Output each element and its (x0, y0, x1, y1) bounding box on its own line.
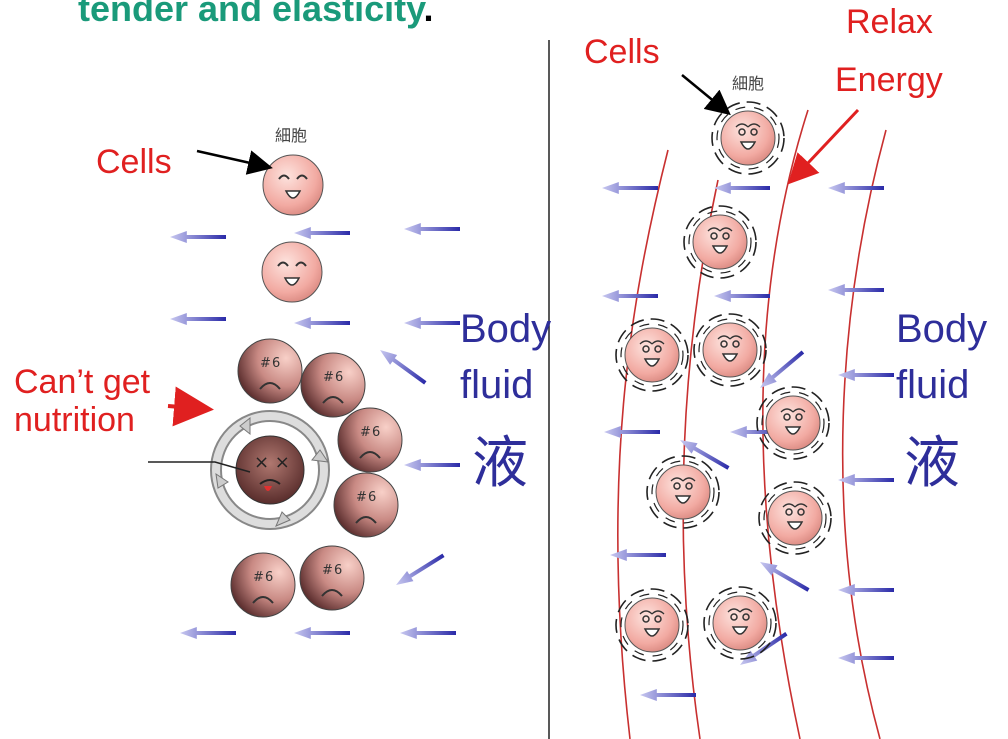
svg-text:× ×: × × (254, 452, 290, 473)
dead-cell-cycle: × × (216, 416, 328, 526)
nutrition-label-line1: Can’t get (14, 362, 150, 402)
relax-energy-pointer (792, 110, 858, 180)
right-fluid-kanji: 液 (904, 418, 960, 499)
left-sick-cell (300, 546, 364, 610)
right-relaxed-cell (757, 387, 829, 459)
left-sick-cell (301, 353, 365, 417)
left-healthy-cell-2 (262, 242, 322, 302)
right-relaxed-cell (694, 314, 766, 386)
right-body-fluid-line2: fluid (896, 362, 969, 408)
left-cells-pointer (197, 151, 268, 167)
right-cells-pointer (682, 75, 727, 112)
right-cell-kanji-label: 細胞 (732, 70, 764, 94)
right-relaxed-cell (712, 102, 784, 174)
left-body-fluid-line2: fluid (460, 362, 533, 408)
left-fluid-kanji: 液 (472, 418, 528, 499)
relax-label-line2: Energy (835, 60, 943, 100)
left-sick-cell (334, 473, 398, 537)
left-sick-cell (338, 408, 402, 472)
left-body-fluid-line1: Body (460, 306, 551, 352)
left-healthy-cell-1 (263, 155, 323, 215)
right-cells-label: Cells (584, 32, 660, 72)
right-relaxed-cell (704, 587, 776, 659)
left-sick-cell (231, 553, 295, 617)
left-sick-cell (238, 339, 302, 403)
nutrition-label-line2: nutrition (14, 400, 135, 440)
right-relaxed-cell (759, 482, 831, 554)
right-body-fluid-line1: Body (896, 306, 987, 352)
relax-label-line1: Relax (846, 2, 933, 42)
left-cell-kanji-label: 細胞 (275, 122, 307, 146)
nutrition-pointer (168, 406, 206, 409)
right-relaxed-cell (684, 206, 756, 278)
dead-cell-pointer (148, 462, 250, 472)
right-relaxed-cell (647, 456, 719, 528)
right-relaxed-cell (616, 319, 688, 391)
left-cells-label: Cells (96, 142, 172, 182)
right-relaxed-cell (616, 589, 688, 661)
